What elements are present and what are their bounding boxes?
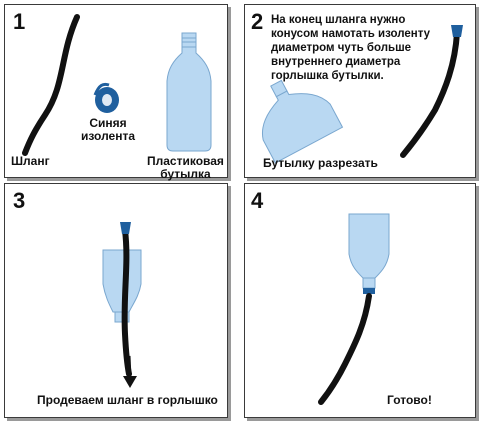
funnel-icon [348, 213, 390, 294]
down-arrow-icon [123, 355, 137, 388]
panel-1-illustration [22, 14, 212, 156]
cut-bottle-caption: Бутылку разрезать [263, 156, 378, 170]
panel-2-illustration [261, 25, 463, 164]
hose-icon [22, 14, 80, 156]
step-number: 1 [13, 9, 26, 34]
step-number: 4 [251, 188, 264, 213]
panel-4: 4 Готово! [244, 183, 476, 418]
cut-bottle-icon [261, 79, 344, 164]
panel-1: 1 Шланг Синяя изолента Пластиковая бутыл… [4, 4, 228, 181]
tape-cone-icon [120, 222, 131, 234]
tape-roll-icon [93, 82, 119, 113]
panel-3-illustration [102, 222, 142, 388]
hose-icon [400, 30, 460, 158]
step-number: 2 [251, 9, 264, 34]
bottle-icon [166, 32, 212, 152]
panel-4-illustration [318, 213, 390, 405]
step-3-caption: Продеваем шланг в горлышко [37, 393, 218, 407]
panel-2: 2 На конец шланга нужно конусом намотать… [244, 4, 476, 178]
tape-label: Синяя изолента [81, 116, 136, 143]
tape-cone-icon [451, 25, 463, 37]
hose-icon [121, 227, 132, 377]
hose-label: Шланг [11, 154, 50, 168]
bottle-label: Пластиковая бутылка [147, 154, 224, 181]
panel-3: 3 Продеваем шланг в горлышко [4, 183, 228, 418]
hose-icon [318, 293, 372, 405]
step-2-description: На конец шланга нужно конусом намотать и… [271, 14, 431, 82]
done-caption: Готово! [387, 393, 432, 407]
step-number: 3 [13, 188, 26, 213]
